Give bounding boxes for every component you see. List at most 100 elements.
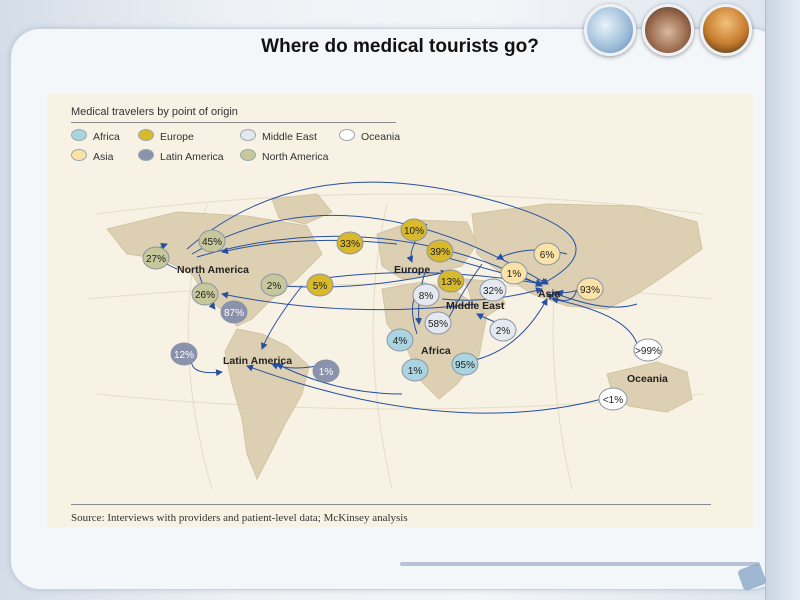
legend-label-middle-east: Middle East: [262, 131, 317, 143]
legend-swatch-europe: [138, 129, 154, 141]
flow-bubble-north-america-2: 2%: [260, 273, 288, 297]
svg-text:95%: 95%: [455, 360, 475, 371]
legend-item-africa: Africa: [71, 129, 120, 143]
legend-item-asia: Asia: [71, 149, 113, 163]
svg-text:1%: 1%: [319, 367, 334, 378]
flow-arrow: [191, 215, 548, 285]
svg-text:58%: 58%: [428, 319, 448, 330]
flow-bubble-europe-5: 5%: [306, 273, 334, 297]
svg-text:6%: 6%: [540, 250, 555, 261]
flow-bubble-africa-1: 1%: [401, 358, 429, 382]
flow-bubble-north-america-26: 26%: [191, 282, 219, 306]
flow-bubble-oceania-over-99: >99%: [633, 338, 663, 362]
svg-text:1%: 1%: [408, 366, 423, 377]
flow-bubble-latin-america-1: 1%: [312, 359, 340, 383]
legend-swatch-middle-east: [240, 129, 256, 141]
flow-arrow: [546, 288, 578, 301]
greenland-landmass: [271, 193, 333, 225]
flow-bubble-europe-13: 13%: [437, 269, 465, 293]
legend-label-africa: Africa: [93, 131, 120, 143]
legend-swatch-north-america: [240, 149, 256, 161]
flow-bubbles: 45% 27% 26% 2% 87% 12% 1% 33% 5% 10% 39%…: [142, 218, 663, 411]
flow-bubble-middle-east-8: 8%: [412, 283, 440, 307]
flow-arrow: [246, 364, 603, 414]
flow-bubble-asia-6: 6%: [533, 242, 561, 266]
flow-bubble-africa-4: 4%: [386, 328, 414, 352]
massage-photo-image: [642, 4, 694, 56]
flow-arrow: [551, 290, 638, 308]
legend-label-latin-america: Latin America: [160, 151, 224, 163]
flow-arrow: [260, 285, 303, 350]
flow-arrow: [196, 235, 543, 287]
flow-bubble-europe-10: 10%: [400, 218, 428, 242]
svg-text:8%: 8%: [419, 291, 434, 302]
region-label-middle-east: Middle East: [446, 300, 505, 312]
legend-item-europe: Europe: [138, 129, 194, 143]
latin-america-landmass: [224, 328, 310, 481]
legend-label-oceania: Oceania: [361, 131, 401, 143]
flow-arrow: [186, 181, 577, 285]
source-divider: [71, 504, 711, 505]
north-america-landmass: [106, 211, 323, 327]
region-labels: North America Europe Middle East Asia Af…: [177, 264, 668, 385]
flow-bubble-asia-93: 93%: [576, 277, 604, 301]
flow-arrow: [221, 291, 478, 311]
legend-swatch-asia: [71, 149, 87, 161]
flow-arrow: [221, 239, 398, 255]
flow-bubble-north-america-27: 27%: [142, 246, 170, 270]
slide-side-bar: [765, 0, 800, 600]
flow-arrow: [276, 363, 403, 395]
slide-title: Where do medical tourists go?: [261, 36, 539, 57]
svg-text:2%: 2%: [267, 281, 282, 292]
svg-text:32%: 32%: [483, 286, 503, 297]
legend-item-north-america: North America: [240, 149, 329, 163]
legend-item-middle-east: Middle East: [240, 129, 317, 143]
flow-bubble-africa-95: 95%: [451, 352, 479, 376]
region-label-north-america: North America: [177, 264, 249, 276]
legend-item-oceania: Oceania: [339, 129, 400, 143]
svg-text:33%: 33%: [340, 239, 360, 250]
svg-text:12%: 12%: [174, 350, 194, 361]
world-flow-map: North America Europe Middle East Asia Af…: [86, 181, 714, 490]
flow-bubble-asia-1: 1%: [500, 261, 528, 285]
source-note: Source: Interviews with providers and pa…: [71, 512, 408, 524]
svg-text:<1%: <1%: [603, 395, 623, 406]
svg-text:27%: 27%: [146, 254, 166, 265]
svg-text:39%: 39%: [430, 247, 450, 258]
flow-bubble-latin-america-87: 87%: [220, 300, 248, 324]
flow-bubble-middle-east-2: 2%: [489, 318, 517, 342]
svg-text:10%: 10%: [404, 226, 424, 237]
medical-photo-image: [584, 4, 636, 56]
flow-bubble-middle-east-32: 32%: [479, 278, 507, 302]
flow-bubble-middle-east-58: 58%: [424, 311, 452, 335]
svg-text:2%: 2%: [496, 326, 511, 337]
legend-divider: [71, 122, 396, 123]
region-label-africa: Africa: [421, 345, 451, 357]
region-label-oceania: Oceania: [627, 373, 668, 385]
flow-bubble-europe-33: 33%: [336, 231, 364, 255]
flow-bubble-oceania-under-1: <1%: [598, 387, 628, 411]
flow-arrow: [551, 296, 638, 345]
flow-bubble-latin-america-12: 12%: [170, 342, 198, 366]
medical-tourism-figure: North America Europe Middle East Asia Af…: [47, 94, 753, 527]
svg-text:4%: 4%: [393, 336, 408, 347]
svg-text:93%: 93%: [580, 285, 600, 296]
svg-text:45%: 45%: [202, 237, 222, 248]
svg-text:87%: 87%: [224, 308, 244, 319]
region-label-asia: Asia: [538, 288, 560, 300]
svg-text:>99%: >99%: [635, 346, 661, 357]
flow-bubble-north-america-45: 45%: [198, 229, 226, 253]
legend-item-latin-america: Latin America: [138, 149, 224, 163]
svg-text:1%: 1%: [507, 269, 522, 280]
legend-label-europe: Europe: [160, 131, 194, 143]
region-label-europe: Europe: [394, 264, 430, 276]
svg-text:13%: 13%: [441, 277, 461, 288]
legend-swatch-latin-america: [138, 149, 154, 161]
horse-rider-photo-image: [700, 4, 752, 56]
legend-swatch-oceania: [339, 129, 355, 141]
svg-text:26%: 26%: [195, 290, 215, 301]
region-label-latin-america: Latin America: [223, 355, 292, 367]
legend-label-asia: Asia: [93, 151, 114, 163]
slide-bottom-strip: [400, 562, 760, 566]
legend-title: Medical travelers by point of origin: [71, 106, 238, 118]
